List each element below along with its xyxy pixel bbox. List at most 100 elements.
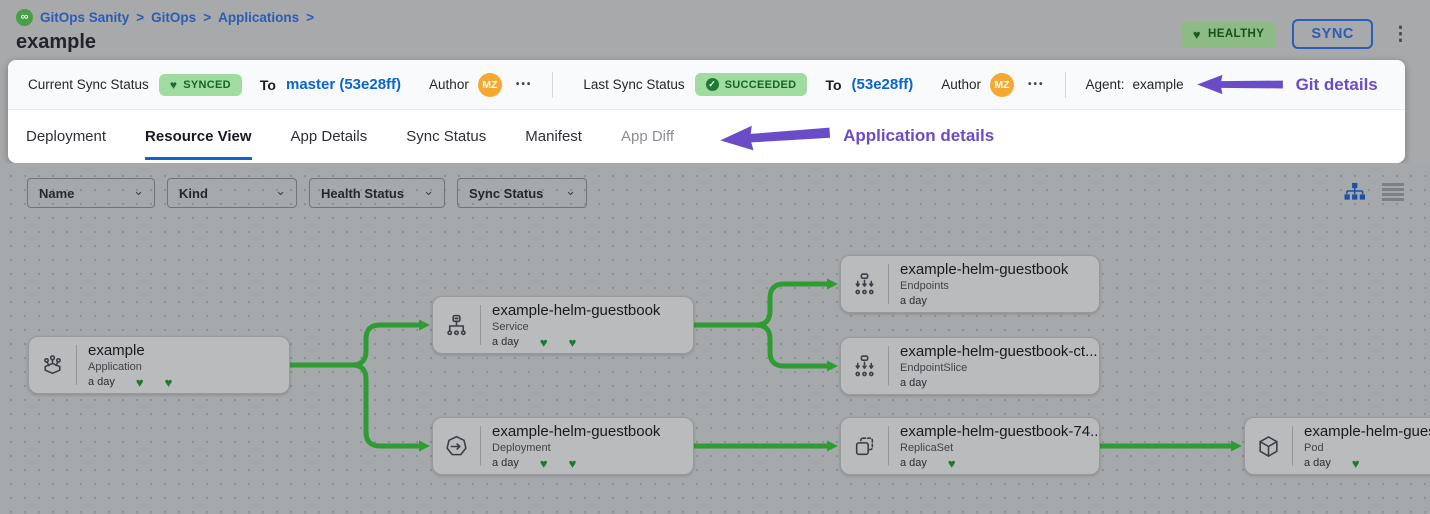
healthy-heart-icon: ♥ — [947, 455, 956, 470]
heart-icon: ♥ — [169, 77, 178, 92]
healthy-heart-icon: ♥ — [539, 455, 548, 470]
current-to-label: To — [259, 76, 276, 93]
node-title: example-helm-guestbook-ct... — [900, 343, 1098, 360]
node-divider — [76, 345, 77, 385]
kebab-menu-icon[interactable]: ⋮ — [1391, 23, 1410, 45]
sync-button[interactable]: SYNC — [1292, 19, 1373, 49]
node-age: a day — [900, 457, 927, 469]
resource-node-pod[interactable]: example-helm-guestbook Pod a day ♥ — [1244, 417, 1430, 475]
check-circle-icon: ✓ — [705, 78, 719, 91]
edge-app-deployment — [287, 362, 430, 452]
tab-manifest[interactable]: Manifest — [525, 127, 582, 145]
node-kind: Deployment — [492, 441, 551, 454]
healthy-heart-icon: ♥ — [539, 334, 548, 349]
application-details-card: Current Sync Status ♥ SYNCED To master (… — [8, 60, 1405, 163]
breadcrumb-separator: > — [203, 10, 212, 25]
header-actions: ♥ HEALTHY SYNC ⋮ — [1180, 19, 1412, 49]
synced-status-badge: ♥ SYNCED — [158, 73, 242, 96]
agent-value: example — [1132, 77, 1184, 92]
resource-node-application[interactable]: example Application a day ♥ ♥ — [28, 336, 290, 394]
tab-app-details[interactable]: App Details — [290, 127, 368, 145]
node-kind: Endpoints — [900, 280, 949, 292]
node-divider — [888, 264, 889, 304]
tree-view-icon[interactable] — [1344, 182, 1365, 201]
left-arrow-annotation-icon — [1196, 74, 1283, 95]
node-age: a day — [492, 336, 519, 348]
git-details-annotation: Git details — [1196, 74, 1378, 95]
health-status-badge: ♥ HEALTHY — [1180, 21, 1277, 47]
application-details-annotation-label: Application details — [843, 126, 995, 145]
node-title: example-helm-guestbook — [1304, 422, 1430, 440]
kind-filter-dropdown[interactable]: Kind ⌄ — [167, 178, 297, 208]
succeeded-badge-label: SUCCEEDED — [724, 78, 797, 91]
resource-node-replicaset[interactable]: example-helm-guestbook-74... ReplicaSet … — [840, 417, 1100, 475]
list-view-icon[interactable] — [1382, 182, 1404, 201]
replicaset-icon — [841, 434, 888, 459]
view-toggle-group — [1344, 182, 1404, 201]
pod-icon — [1245, 434, 1292, 459]
current-sync-target-link[interactable]: master (53e28ff) — [285, 76, 402, 93]
node-kind: EndpointSlice — [900, 362, 968, 374]
name-filter-dropdown[interactable]: Name ⌄ — [27, 178, 155, 208]
resource-tree-canvas[interactable]: Name ⌄ Kind ⌄ Health Status ⌄ Sync Statu… — [0, 163, 1430, 514]
health-status-filter-dropdown[interactable]: Health Status ⌄ — [309, 178, 445, 208]
service-icon — [433, 313, 480, 338]
edge-service-endpointslice — [692, 322, 838, 372]
edge-service-endpoints — [692, 278, 838, 328]
node-title: example-helm-guestbook — [492, 301, 661, 319]
tab-resource-view[interactable]: Resource View — [145, 113, 252, 160]
endpointslice-icon — [841, 354, 888, 379]
git-details-annotation-label: Git details — [1295, 74, 1378, 94]
breadcrumb-link-project[interactable]: GitOps Sanity — [40, 10, 130, 25]
agent-label: Agent: — [1085, 77, 1125, 92]
name-filter-label: Name — [39, 185, 75, 201]
more-options-icon[interactable]: ••• — [515, 79, 533, 90]
node-age: a day — [1304, 457, 1331, 469]
top-header: ∞ GitOps Sanity > GitOps > Applications … — [0, 0, 1430, 60]
breadcrumb-link-applications[interactable]: Applications — [218, 10, 300, 25]
last-to-label: To — [825, 76, 842, 93]
chevron-down-icon: ⌄ — [423, 183, 434, 198]
heart-icon: ♥ — [1192, 26, 1202, 42]
current-author-label: Author — [429, 77, 469, 92]
resource-node-endpoints[interactable]: example-helm-guestbook Endpoints a day — [840, 255, 1100, 313]
left-arrow-annotation-icon — [720, 125, 831, 150]
resource-node-endpointslice[interactable]: example-helm-guestbook-ct... EndpointSli… — [840, 337, 1100, 395]
current-sync-status-label: Current Sync Status — [28, 77, 149, 92]
breadcrumb-separator: > — [136, 10, 145, 25]
author-avatar[interactable]: MZ — [477, 72, 502, 97]
node-divider — [1292, 426, 1293, 466]
sync-status-bar: Current Sync Status ♥ SYNCED To master (… — [8, 60, 1405, 110]
healthy-heart-icon: ♥ — [135, 374, 144, 389]
chevron-down-icon: ⌄ — [565, 183, 576, 198]
tab-deployment[interactable]: Deployment — [26, 127, 107, 145]
kind-filter-label: Kind — [179, 185, 208, 201]
node-divider — [480, 426, 481, 466]
resource-node-deployment[interactable]: example-helm-guestbook Deployment a day … — [432, 417, 694, 475]
filter-toolbar: Name ⌄ Kind ⌄ Health Status ⌄ Sync Statu… — [27, 178, 587, 208]
sync-status-filter-dropdown[interactable]: Sync Status ⌄ — [457, 178, 587, 208]
node-age: a day — [900, 295, 927, 307]
gitops-logo-icon: ∞ — [16, 9, 33, 26]
tab-app-diff[interactable]: App Diff — [620, 127, 675, 145]
node-age: a day — [492, 457, 519, 469]
deployment-icon — [433, 434, 480, 459]
more-options-icon[interactable]: ••• — [1028, 79, 1045, 90]
chevron-down-icon: ⌄ — [275, 183, 286, 198]
application-details-annotation: Application details — [719, 123, 994, 150]
resource-node-service[interactable]: example-helm-guestbook Service a day ♥ ♥ — [432, 296, 694, 354]
last-sync-target-link[interactable]: (53e28ff) — [851, 76, 914, 93]
node-age: a day — [900, 377, 927, 389]
breadcrumb: ∞ GitOps Sanity > GitOps > Applications … — [16, 9, 314, 26]
node-kind: Application — [88, 360, 142, 373]
node-title: example — [88, 341, 145, 359]
breadcrumb-link-gitops[interactable]: GitOps — [151, 10, 197, 25]
author-avatar[interactable]: MZ — [990, 72, 1014, 97]
edge-app-service — [287, 319, 430, 368]
healthy-heart-icon: ♥ — [568, 334, 577, 349]
sync-status-filter-label: Sync Status — [469, 185, 544, 201]
node-kind: Service — [492, 320, 529, 333]
healthy-heart-icon: ♥ — [1351, 455, 1360, 470]
tab-sync-status[interactable]: Sync Status — [406, 127, 487, 145]
